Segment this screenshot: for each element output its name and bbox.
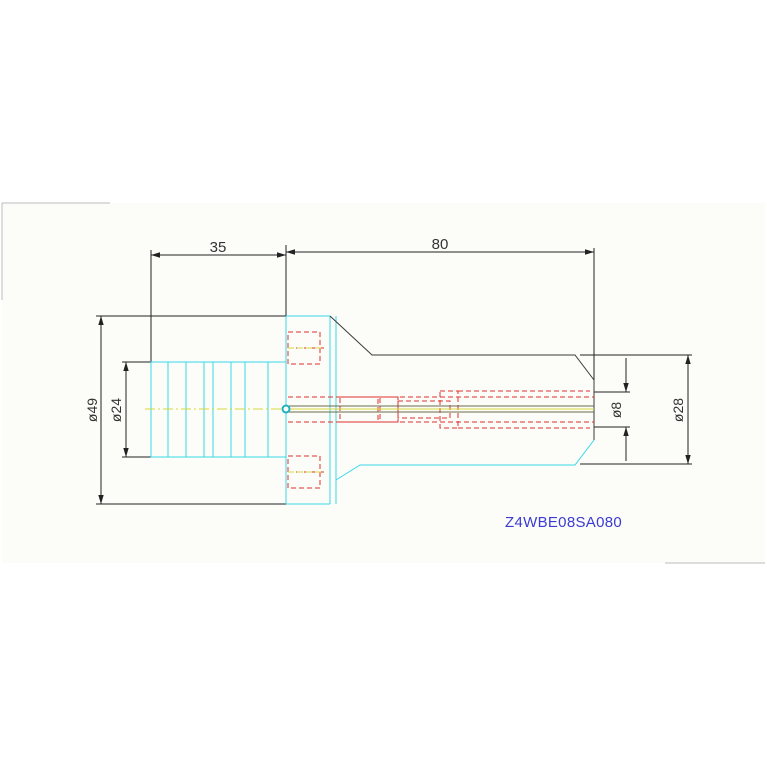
dimension-label-dia-8: ø8 bbox=[608, 402, 624, 419]
body-outline bbox=[329, 315, 595, 440]
drawing-sheet bbox=[2, 203, 765, 563]
part-code-label: Z4WBE08SA080 bbox=[505, 514, 622, 531]
dimension-label-80: 80 bbox=[432, 236, 449, 253]
dimension-label-dia-24: ø24 bbox=[108, 398, 124, 422]
origin-marker bbox=[281, 404, 291, 414]
dimension-diameter-24: ø24 bbox=[108, 361, 154, 458]
center-lines bbox=[145, 347, 322, 473]
dimension-label-dia-28: ø28 bbox=[670, 398, 686, 422]
dimension-label-35: 35 bbox=[210, 239, 227, 256]
dimension-diameter-28: ø28 bbox=[580, 354, 692, 465]
axis-rod bbox=[286, 405, 594, 413]
dimension-label-dia-49: ø49 bbox=[84, 398, 100, 422]
dimension-length-80: 80 bbox=[285, 236, 595, 410]
dimension-diameter-8: ø8 bbox=[594, 358, 630, 461]
